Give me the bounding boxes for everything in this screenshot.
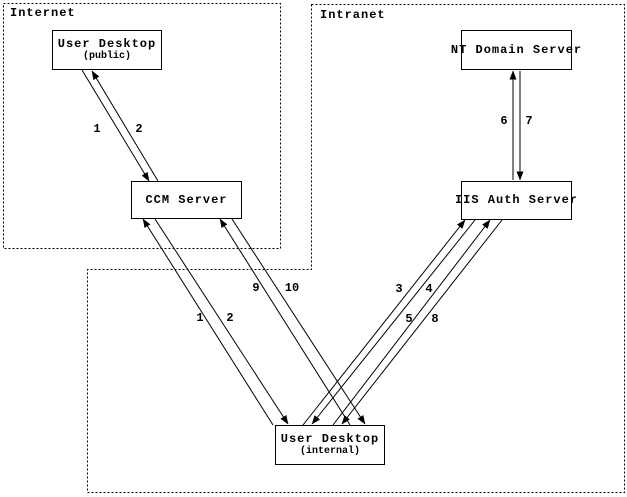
- node-user-desktop-public: User Desktop (public): [52, 30, 162, 70]
- arrow-line-10: [231, 218, 366, 425]
- arrow-label-1-internal: 1: [196, 311, 204, 325]
- node-title: User Desktop: [57, 37, 157, 51]
- node-subtitle: (internal): [299, 446, 360, 457]
- arrow-label-7: 7: [525, 114, 533, 128]
- internet-zone-label: Internet: [10, 6, 76, 20]
- arrow-label-8: 8: [431, 312, 439, 326]
- arrow-line-1-public: [81, 69, 150, 182]
- arrow-label-2-internal: 2: [226, 311, 234, 325]
- arrow-line-9: [219, 218, 351, 426]
- arrow-label-10: 10: [284, 281, 300, 295]
- arrow-label-6: 6: [500, 114, 508, 128]
- node-ccm-server: CCM Server: [131, 181, 242, 219]
- node-title: NT Domain Server: [450, 42, 583, 57]
- arrow-label-3: 3: [395, 282, 403, 296]
- node-subtitle: (public): [82, 51, 131, 62]
- arrow-label-1-public: 1: [93, 122, 101, 136]
- node-iis-auth-server: IIS Auth Server: [455, 181, 577, 220]
- arrow-line-4: [311, 219, 476, 425]
- arrow-label-4: 4: [425, 282, 433, 296]
- internet-zone-border: [3, 3, 281, 249]
- arrow-line-2-public: [91, 70, 159, 182]
- arrow-label-9: 9: [252, 281, 260, 295]
- arrow-label-2-public: 2: [135, 122, 143, 136]
- arrow-line-3: [302, 219, 466, 426]
- node-title: IIS Auth Server: [454, 193, 579, 207]
- arrow-line-8: [341, 219, 503, 425]
- arrow-line-5: [332, 219, 491, 426]
- intranet-zone-border: [87, 4, 625, 493]
- node-title: CCM Server: [145, 192, 228, 207]
- arrow-line-2-internal: [154, 218, 289, 425]
- node-user-desktop-internal: User Desktop (internal): [275, 425, 385, 465]
- intranet-zone-label: Intranet: [320, 8, 386, 22]
- arrow-label-5: 5: [405, 312, 413, 326]
- node-title: User Desktop: [280, 432, 380, 446]
- arrow-line-1-internal: [142, 218, 274, 426]
- node-nt-domain-server: NT Domain Server: [451, 30, 581, 70]
